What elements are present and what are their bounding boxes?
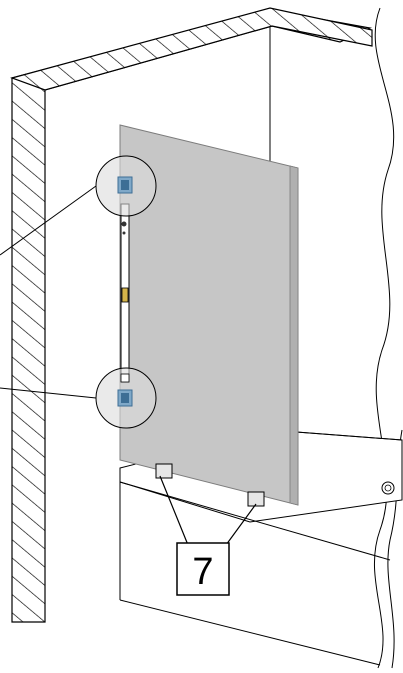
seal-block-right [247,491,265,507]
callout-number: 7 [192,551,213,593]
hinge-gold [121,287,129,303]
leader-upper [0,185,97,256]
profile-screw [121,221,127,227]
leader-lower [0,387,97,399]
bathtub-front-top [119,481,391,561]
glass-panel-edge [289,165,299,506]
bathtub-base [119,599,381,666]
wall-section-left [11,77,46,623]
leader-7-right [225,503,257,546]
break-line-right [373,7,395,669]
wall-section-top-band [10,7,373,91]
seal-block-left [155,463,173,479]
leader-7-left [159,475,189,546]
bathtub-overflow-drain [381,481,395,495]
callout-box [176,542,230,596]
